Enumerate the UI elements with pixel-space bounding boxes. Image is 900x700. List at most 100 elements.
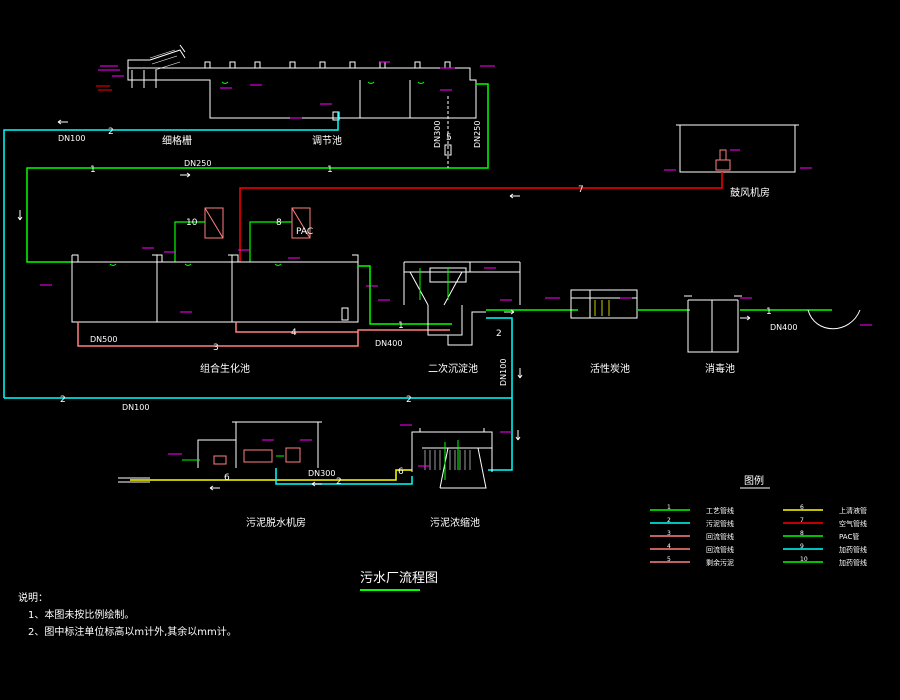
legend-number: 4 bbox=[667, 543, 671, 550]
line-num-2-top: 2 bbox=[108, 127, 114, 137]
line-1-process bbox=[26, 83, 489, 263]
pipe-dn250-h: DN250 bbox=[184, 159, 211, 168]
legend-number: 10 bbox=[800, 556, 808, 563]
legend-label: 空气管线 bbox=[839, 519, 867, 528]
outlet-river bbox=[807, 309, 861, 330]
top-red-marks bbox=[96, 85, 112, 91]
legend-title: 图例 bbox=[744, 474, 764, 487]
line-2-top bbox=[3, 112, 339, 398]
label-filter: 活性炭池 bbox=[590, 362, 630, 375]
pipe-dn300-v: DN300 bbox=[433, 121, 442, 148]
grid-hatch bbox=[149, 49, 181, 71]
label-clarifier: 二次沉淀池 bbox=[428, 362, 478, 375]
legend-number: 1 bbox=[667, 504, 671, 511]
line-num-1-outlet: 1 bbox=[766, 307, 772, 317]
thickener-magenta bbox=[400, 424, 512, 467]
line-num-2-dewater: 2 bbox=[336, 477, 342, 487]
top-green-marks bbox=[221, 81, 425, 84]
line-num-10: 10 bbox=[186, 218, 198, 228]
dewater-magenta bbox=[168, 439, 312, 455]
notes-line-2: 2、图中标注单位标高以m计外,其余以mm计。 bbox=[28, 627, 237, 638]
line-num-7: 7 bbox=[578, 185, 584, 195]
dewater-green bbox=[182, 455, 284, 461]
line-7-air bbox=[239, 172, 723, 262]
line-num-1-left: 1 bbox=[90, 165, 96, 175]
line-number-labels: 2 1 1 7 10 8 4 3 1 2 2 2 6 2 6 1 5 bbox=[60, 127, 772, 487]
legend-label: 污泥管线 bbox=[706, 519, 734, 528]
line-num-4: 4 bbox=[291, 328, 297, 338]
label-equalization: 调节池 bbox=[312, 134, 342, 147]
pac-label: PAC bbox=[296, 227, 313, 237]
label-disinfect: 消毒池 bbox=[705, 362, 735, 375]
line-num-1-right: 1 bbox=[327, 165, 333, 175]
dosing-box-10 bbox=[204, 207, 224, 239]
flow-arrows bbox=[17, 119, 751, 491]
bio-magenta-marks bbox=[40, 247, 378, 313]
line-2-sludge bbox=[4, 317, 513, 471]
legend-number: 2 bbox=[667, 517, 671, 524]
line-num-1-clar: 1 bbox=[398, 321, 404, 331]
legend-number: 5 bbox=[667, 556, 671, 563]
line-num-2-bottom-left: 2 bbox=[60, 395, 66, 405]
legend-label: 工艺管线 bbox=[706, 506, 734, 515]
line-num-6-thick: 6 bbox=[398, 467, 404, 477]
pipe-dn250-v: DN250 bbox=[473, 121, 482, 148]
pipe-size-labels: DN100 DN250 DN500 DN400 DN400 DN100 DN30… bbox=[58, 121, 797, 478]
pipe-dn500: DN500 bbox=[90, 335, 117, 344]
filter-tank bbox=[570, 289, 638, 319]
clarifier-magenta bbox=[378, 267, 512, 301]
blower-room bbox=[676, 124, 799, 173]
dosing-lines bbox=[174, 221, 292, 262]
valve-dn300 bbox=[444, 144, 452, 156]
pipe-dn400-out: DN400 bbox=[770, 323, 797, 332]
bio-tank bbox=[71, 254, 359, 323]
dewater-equipment bbox=[213, 447, 301, 465]
clarifier-green bbox=[419, 268, 449, 300]
grid-equalization-structure bbox=[127, 44, 477, 121]
dosing-box-pac bbox=[291, 207, 311, 239]
label-grid: 细格栅 bbox=[162, 134, 192, 147]
diagram-title: 污水厂流程图 bbox=[360, 571, 438, 586]
sludge-cake-outlet bbox=[118, 477, 150, 483]
thickener-green bbox=[444, 440, 459, 480]
line-num-2-bottom-mid: 2 bbox=[406, 395, 412, 405]
legend-number: 7 bbox=[800, 517, 804, 524]
disinfect-tank bbox=[684, 295, 742, 353]
legend-label: 回流管线 bbox=[706, 545, 734, 554]
label-blower: 鼓风机房 bbox=[730, 186, 770, 199]
line-6-supernatant bbox=[130, 469, 412, 481]
notes-header: 说明： bbox=[18, 593, 48, 604]
top-magenta-marks bbox=[98, 61, 495, 119]
label-bio: 组合生化池 bbox=[200, 362, 250, 375]
clarifier bbox=[403, 261, 521, 346]
bio-green-marks bbox=[109, 263, 282, 266]
legend-number: 8 bbox=[800, 530, 804, 537]
pipe-dn100-v: DN100 bbox=[499, 359, 508, 386]
line-num-2-clar: 2 bbox=[496, 329, 502, 339]
legend-number: 9 bbox=[800, 543, 804, 550]
legend-label: PAC管 bbox=[839, 532, 859, 541]
bio-to-clarifier bbox=[358, 265, 452, 325]
blower-unit bbox=[715, 149, 731, 171]
legend-label: 加药管线 bbox=[839, 558, 867, 567]
blower-magenta bbox=[664, 149, 812, 171]
line-num-6-dewater: 6 bbox=[224, 473, 230, 483]
unit-labels: 细格栅 调节池 鼓风机房 组合生化池 二次沉淀池 活性炭池 消毒池 污泥脱水机房… bbox=[162, 134, 770, 529]
line-num-5: 5 bbox=[446, 133, 452, 143]
notes: 说明： 1、本图未按比例绘制。 2、图中标注单位标高以m计外,其余以mm计。 bbox=[18, 590, 237, 641]
legend-number: 6 bbox=[800, 504, 804, 511]
legend-label: 回流管线 bbox=[706, 532, 734, 541]
pipe-dn100-bottom: DN100 bbox=[122, 403, 149, 412]
label-dewater: 污泥脱水机房 bbox=[246, 516, 306, 529]
pipe-dn300-sludge: DN300 bbox=[308, 469, 335, 478]
sludge-to-dewater bbox=[275, 468, 413, 485]
line-num-3: 3 bbox=[213, 343, 219, 353]
legend-label: 加药管线 bbox=[839, 545, 867, 554]
pipe-dn400-clar: DN400 bbox=[375, 339, 402, 348]
dewater-room bbox=[197, 421, 322, 468]
label-thickener: 污泥浓缩池 bbox=[430, 516, 480, 529]
sludge-return-lines bbox=[77, 322, 450, 347]
